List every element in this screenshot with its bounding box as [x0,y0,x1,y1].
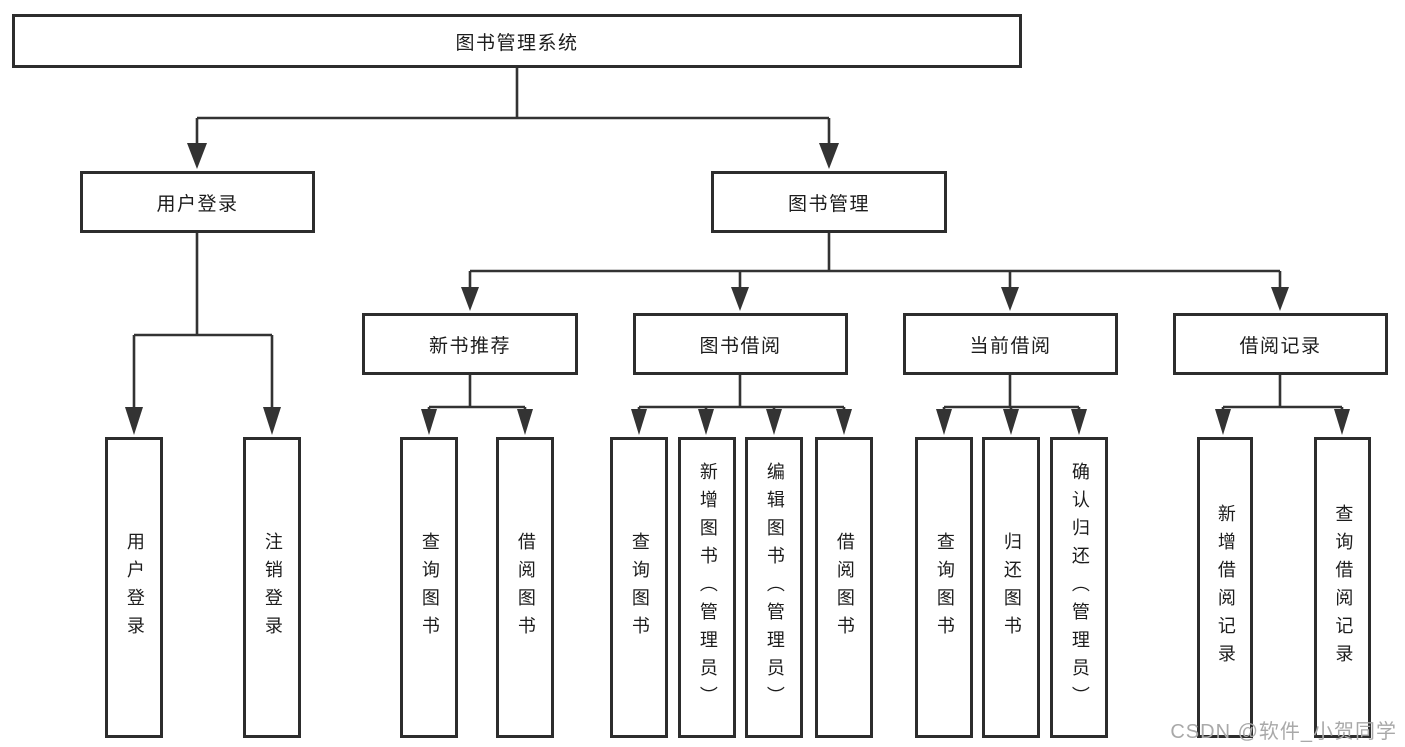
node-book-borrow: 图书借阅 [633,313,848,375]
leaf-borrow-query-books-label: 查询图书 [629,531,650,644]
leaf-add-books-admin-label: 新增图书（管理员） [697,461,718,714]
node-book-management: 图书管理 [711,171,947,233]
leaf-edit-books-admin: 编辑图书（管理员） [745,437,803,738]
node-current-borrow-label: 当前借阅 [969,335,1052,357]
leaf-query-borrow-record-label: 查询借阅记录 [1333,503,1354,672]
leaf-newbook-borrow-books: 借阅图书 [496,437,554,738]
node-borrow-records-label: 借阅记录 [1239,335,1322,357]
csdn-watermark: CSDN @软件_小贺同学 [1170,721,1397,743]
node-current-borrow: 当前借阅 [903,313,1118,375]
leaf-borrow-borrow-books-label: 借阅图书 [834,531,855,644]
leaf-return-books: 归还图书 [982,437,1040,738]
leaf-newbook-query-books: 查询图书 [400,437,458,738]
node-borrow-records: 借阅记录 [1173,313,1388,375]
node-new-book-recommend: 新书推荐 [362,313,578,375]
leaf-logout: 注销登录 [243,437,301,738]
leaf-user-login: 用户登录 [105,437,163,738]
node-user-login-label: 用户登录 [156,193,239,215]
leaf-confirm-return-admin: 确认归还（管理员） [1050,437,1108,738]
leaf-add-borrow-record-label: 新增借阅记录 [1215,503,1236,672]
leaf-query-borrow-record: 查询借阅记录 [1314,437,1371,738]
leaf-newbook-query-books-label: 查询图书 [419,531,440,644]
leaf-confirm-return-admin-label: 确认归还（管理员） [1069,461,1090,714]
leaf-return-books-label: 归还图书 [1001,531,1022,644]
node-book-borrow-label: 图书借阅 [699,335,782,357]
node-new-book-recommend-label: 新书推荐 [428,335,511,357]
leaf-borrow-query-books: 查询图书 [610,437,668,738]
node-library-system: 图书管理系统 [12,14,1022,68]
node-user-login: 用户登录 [80,171,315,233]
leaf-user-login-label: 用户登录 [124,531,145,644]
leaf-current-query-books-label: 查询图书 [934,531,955,644]
node-library-system-label: 图书管理系统 [455,32,579,54]
leaf-add-books-admin: 新增图书（管理员） [678,437,736,738]
node-book-management-label: 图书管理 [787,193,870,215]
leaf-edit-books-admin-label: 编辑图书（管理员） [764,461,785,714]
leaf-borrow-borrow-books: 借阅图书 [815,437,873,738]
leaf-current-query-books: 查询图书 [915,437,973,738]
leaf-newbook-borrow-books-label: 借阅图书 [515,531,536,644]
leaf-logout-label: 注销登录 [262,531,283,644]
leaf-add-borrow-record: 新增借阅记录 [1197,437,1253,738]
